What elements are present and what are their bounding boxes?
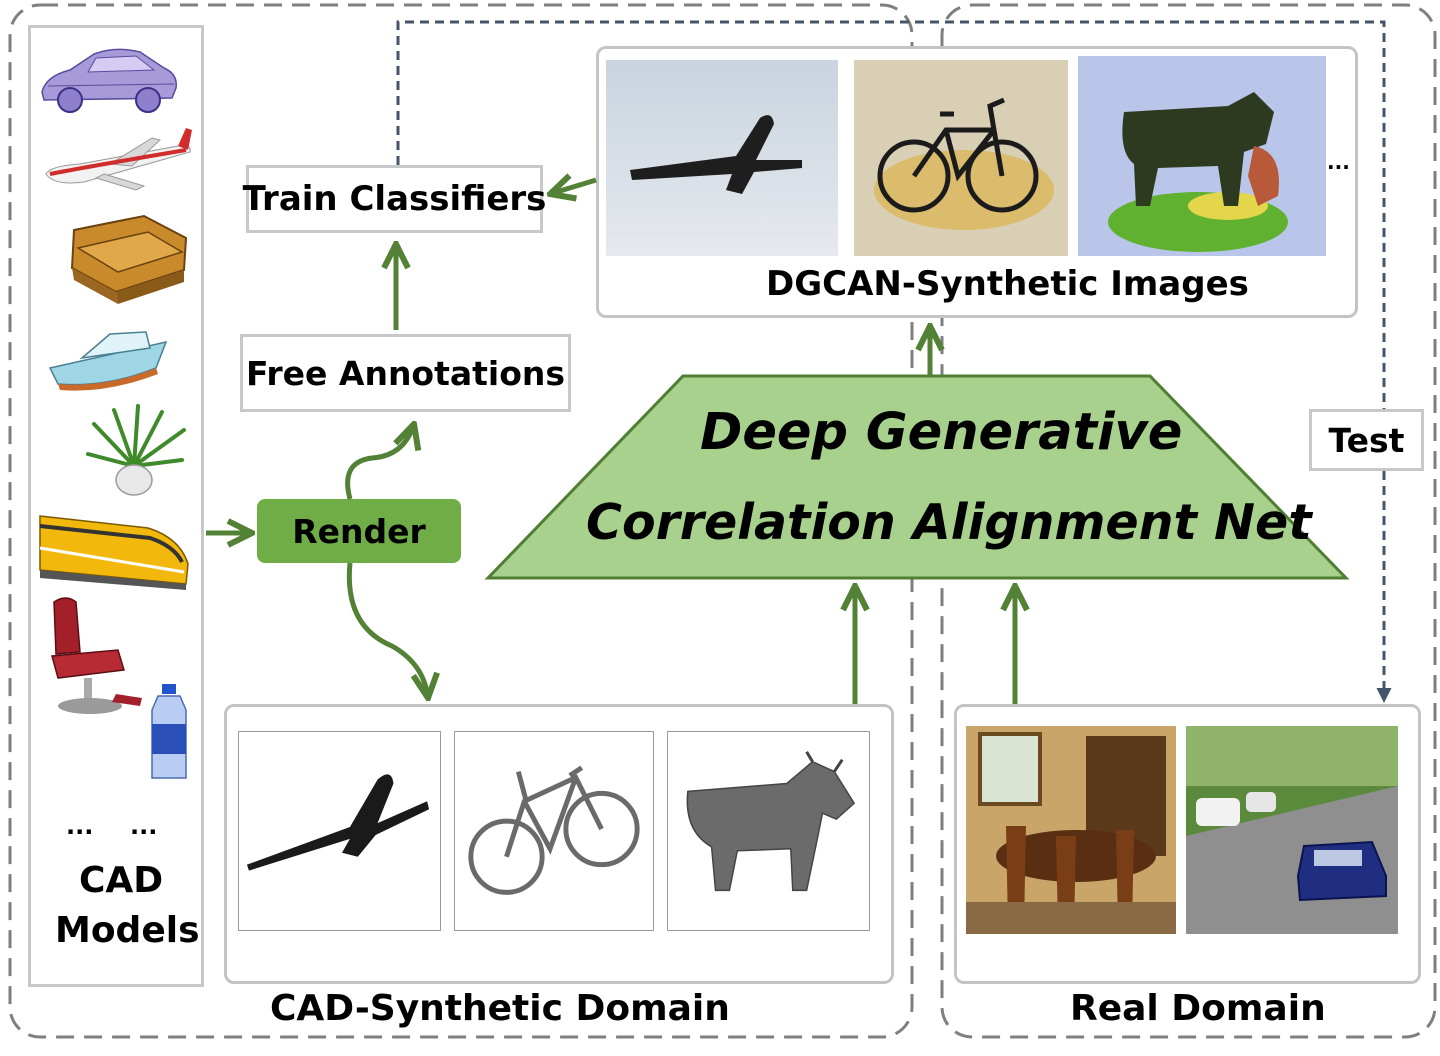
test-label: Test [1328,420,1405,460]
network-label-line1: Deep Generative [700,403,1183,462]
cad-bicycle-render [468,765,640,895]
cad-airplane-icon [40,124,198,194]
cad-ellipsis-1: ... [66,812,94,840]
cad-models-label-line1: CAD [79,860,164,901]
cad-train-icon [38,508,192,592]
cad-synthetic-domain-label: CAD-Synthetic Domain [270,988,730,1029]
cad-models-label-line2: Models [55,910,200,951]
real-dining-room-image [966,726,1176,934]
test-box: Test [1309,409,1424,471]
cad-bicycle-frame [454,731,654,931]
cad-cow-render [686,751,856,892]
cad-car-icon [36,40,182,116]
real-street-cars-image [1186,726,1398,934]
network-label-line2: Correlation Alignment Net [586,494,1312,551]
cad-potted-plant-icon [84,404,188,496]
real-domain-label: Real Domain [1070,988,1326,1029]
cad-cow-frame [667,731,870,931]
cad-aeroplane-frame [238,731,441,931]
cad-models-panel [28,25,204,987]
render-label: Render [292,511,426,551]
cad-sofa-icon [64,208,192,306]
cad-aeroplane-render [246,774,430,871]
cad-bottle-icon [144,684,194,782]
cad-chair-icon [42,594,146,720]
cad-boat-icon [46,318,172,392]
cad-ellipsis-2: ... [130,812,158,840]
render-box: Render [257,499,461,563]
